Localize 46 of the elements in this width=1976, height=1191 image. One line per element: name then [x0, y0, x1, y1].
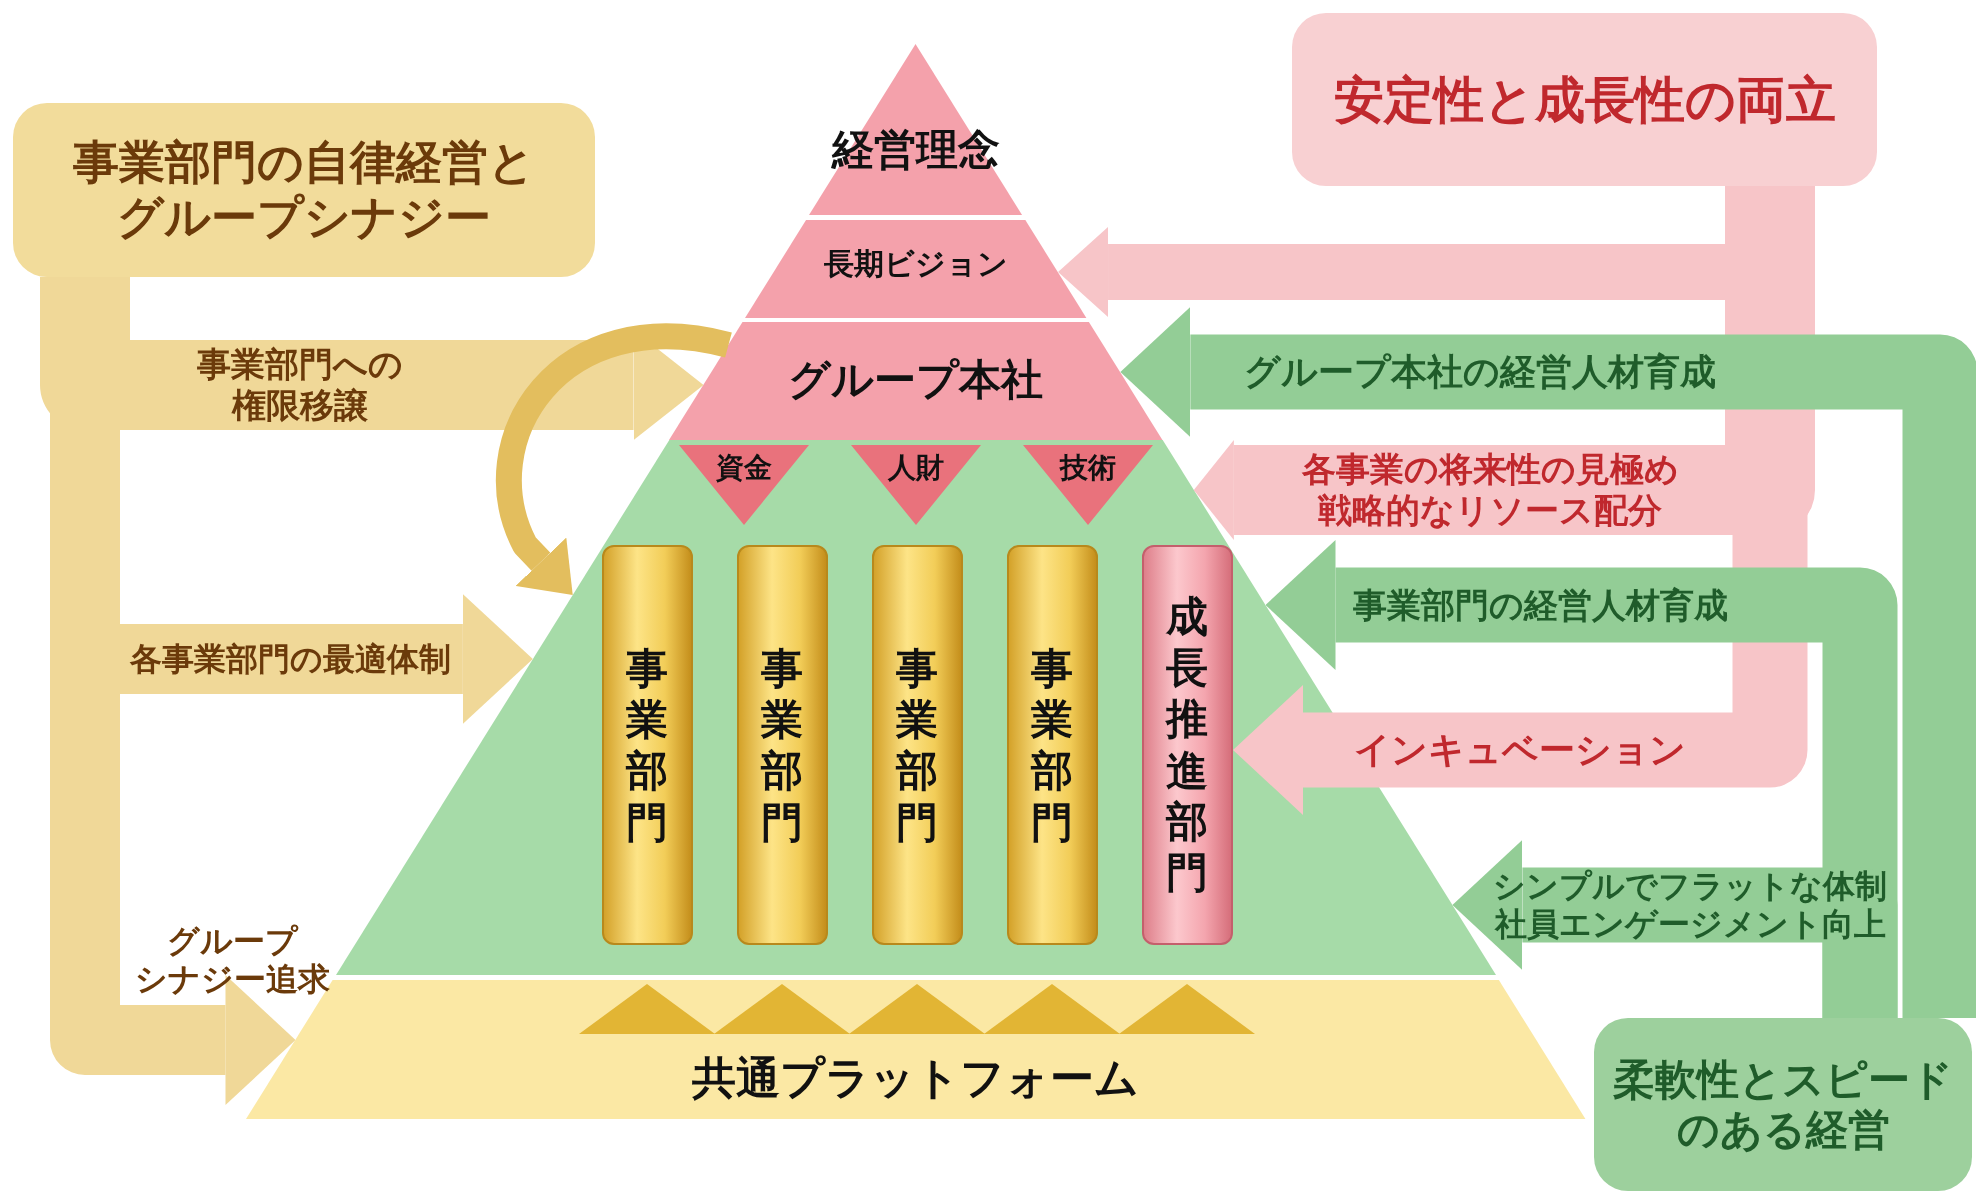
- pillar-label: 事業部門: [761, 642, 804, 848]
- triangle-label: 技術: [1058, 451, 1117, 485]
- triangle-label: 資金: [715, 451, 773, 485]
- tier-title: グループ本社: [787, 354, 1045, 406]
- pillar-label: 事業部門: [896, 642, 939, 848]
- arrow: [1120, 307, 1976, 1018]
- arrow-label: シンプルでフラットな体制社員エンゲージメント向上: [1493, 866, 1887, 944]
- goal-panel: [1292, 13, 1877, 186]
- arrow-label: グループ本社の経営人材育成: [1244, 350, 1716, 394]
- tier-title: 長期ビジョン: [823, 246, 1009, 282]
- goal-panel: [1594, 1018, 1972, 1191]
- tier-title: 共通プラットフォーム: [691, 1051, 1141, 1105]
- support-triangle: [849, 984, 985, 1034]
- panel-text: 事業部門の自律経営とグループシナジー: [72, 134, 536, 246]
- arrow-label: インキュベーション: [1354, 728, 1686, 772]
- panel-text: 安定性と成長性の両立: [1332, 69, 1837, 130]
- pillar: [737, 545, 828, 945]
- support-triangle: [579, 984, 715, 1034]
- pillar-label: 成長推進部門: [1166, 591, 1209, 899]
- support-triangle: [984, 984, 1120, 1034]
- arrow: [496, 323, 731, 595]
- pillar-label: 事業部門: [626, 642, 669, 848]
- arrow-label: グループシナジー追求: [134, 921, 330, 999]
- arrow-label: 各事業の将来性の見極め戦略的なリソース配分: [1301, 449, 1679, 531]
- pillar: [1007, 545, 1098, 945]
- support-triangle: [714, 984, 850, 1034]
- arrow: [1193, 186, 1815, 540]
- panel-text: 柔軟性とスピードのある経営: [1612, 1054, 1954, 1155]
- pyramid-tier: [809, 44, 1023, 215]
- pillar: [602, 545, 693, 945]
- pillar: [872, 545, 963, 945]
- pyramid-tier: [745, 220, 1087, 318]
- support-triangle: [1119, 984, 1255, 1034]
- arrow: [40, 277, 704, 440]
- goal-panel: [13, 103, 595, 277]
- triangle-label: 人財: [887, 451, 945, 485]
- tier-title: 経営理念: [830, 124, 1001, 176]
- arrow-label: 各事業部門の最適体制: [129, 639, 451, 679]
- arrow-label: 事業部門の経営人材育成: [1352, 584, 1728, 626]
- pillar: [1142, 545, 1233, 945]
- pillar-label: 事業部門: [1031, 642, 1074, 848]
- arrow-label: 事業部門への権限移譲: [197, 344, 403, 426]
- down-triangle: [1023, 445, 1153, 525]
- down-triangle: [679, 445, 809, 525]
- down-triangle: [851, 445, 981, 525]
- arrow: [1452, 840, 1898, 1018]
